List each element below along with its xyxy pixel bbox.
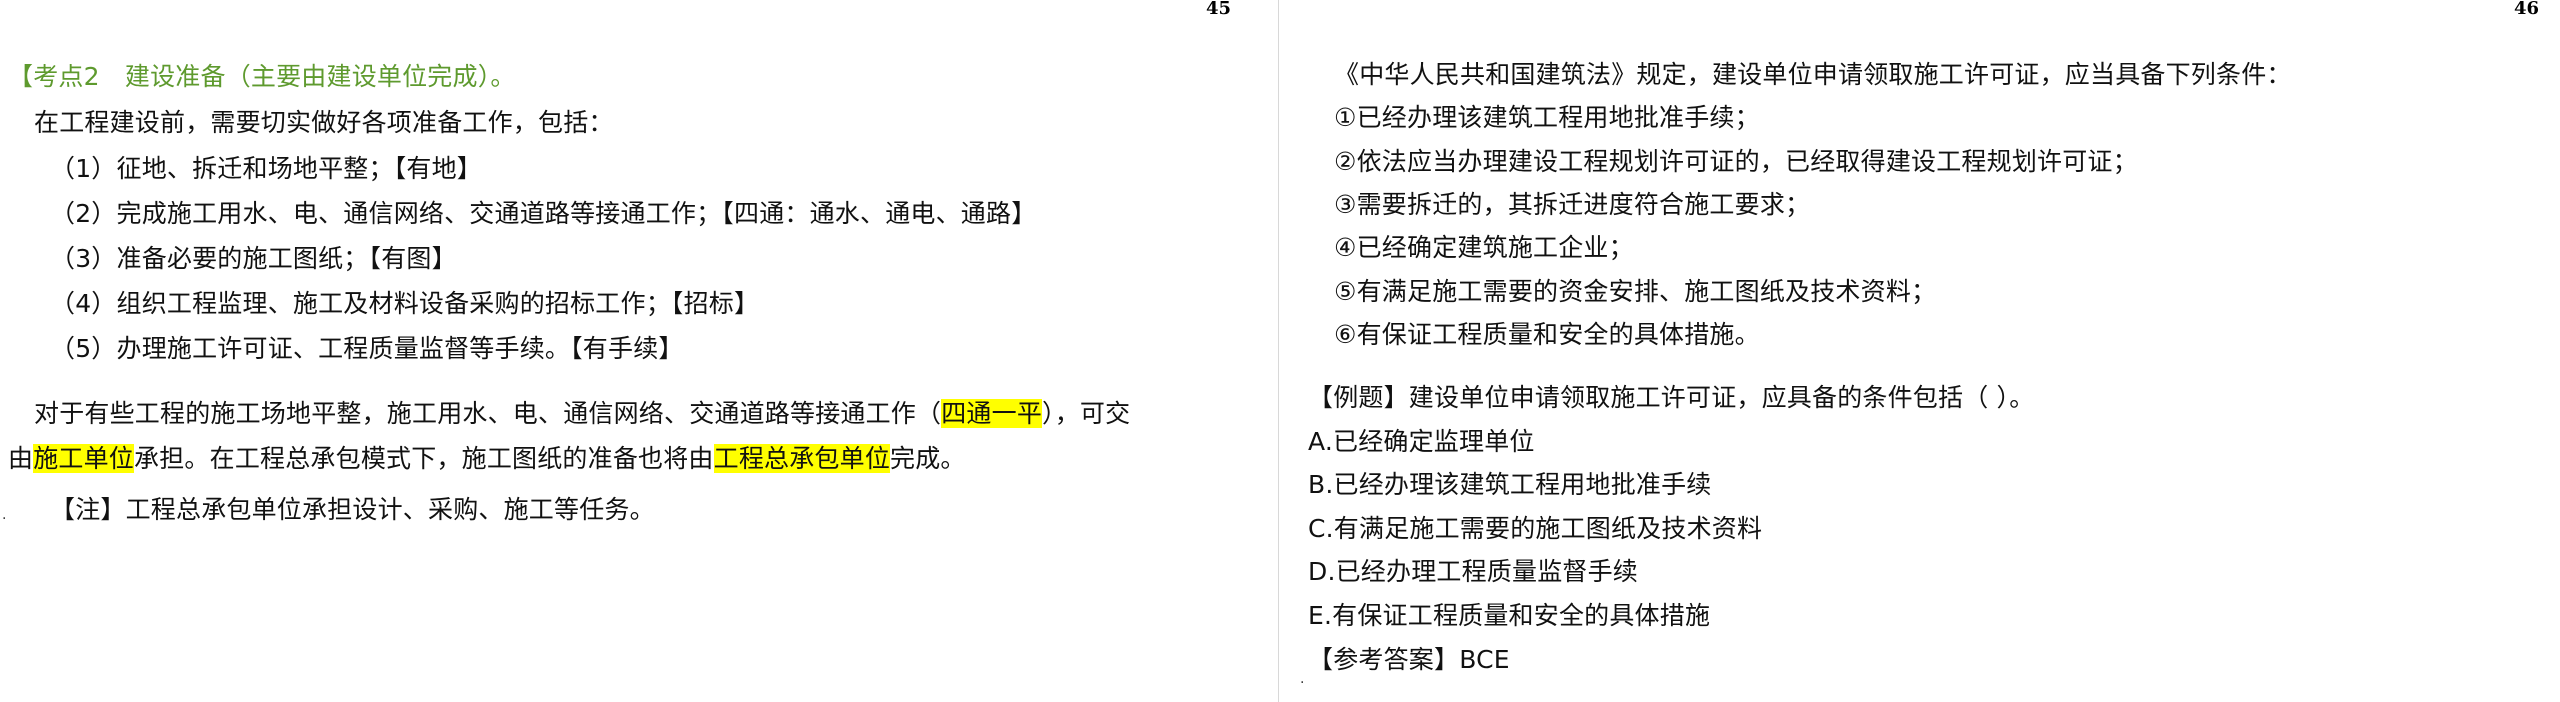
right-page: 46 《中华人民共和国建筑法》规定，建设单位申请领取施工许可证，应当具备下列条件… <box>1280 0 2560 702</box>
intro-text: 在工程建设前，需要切实做好各项准备工作，包括： <box>34 108 614 137</box>
list-item: （5）办理施工许可证、工程质量监督等手续。【有手续】 <box>50 334 684 363</box>
paragraph-text: ），可交 <box>1042 399 1131 428</box>
margin-marker: . <box>1300 671 1305 687</box>
note-text: 【注】工程总承包单位承担设计、采购、施工等任务。 <box>50 495 655 524</box>
reference-answer: 【参考答案】BCE <box>1308 645 1510 674</box>
page-number-left: 45 <box>1206 0 1232 19</box>
highlight-term: 施工单位 <box>33 444 135 473</box>
highlight-term: 工程总承包单位 <box>713 444 891 473</box>
answer-option: B.已经办理该建筑工程用地批准手续 <box>1308 470 1712 499</box>
paragraph-text: 由 <box>8 444 34 473</box>
answer-option: E.有保证工程质量和安全的具体措施 <box>1308 601 1711 630</box>
answer-option: D.已经办理工程质量监督手续 <box>1308 557 1638 586</box>
highlight-term: 四通一平 <box>941 399 1043 428</box>
condition-item: ①已经办理该建筑工程用地批准手续； <box>1334 103 1760 132</box>
section-heading: 【考点2 建设准备（主要由建设单位完成）。 <box>8 62 516 91</box>
condition-item: ⑤有满足施工需要的资金安排、施工图纸及技术资料； <box>1334 277 1937 306</box>
paragraph-text: 对于有些工程的施工场地平整，施工用水、电、通信网络、交通道路等接通工作（ <box>34 399 942 428</box>
page-number-right: 46 <box>2514 0 2540 19</box>
left-page: 45 【考点2 建设准备（主要由建设单位完成）。 在工程建设前，需要切实做好各项… <box>2 0 1232 524</box>
paragraph-text: 承担。在工程总承包模式下，施工图纸的准备也将由 <box>134 444 714 473</box>
page-divider <box>1278 0 1279 702</box>
paragraph-line-1: 对于有些工程的施工场地平整，施工用水、电、通信网络、交通道路等接通工作（四通一平… <box>34 399 1130 429</box>
answer-option: A.已经确定监理单位 <box>1308 427 1535 456</box>
paragraph-line-2: 由施工单位承担。在工程总承包模式下，施工图纸的准备也将由工程总承包单位完成。 <box>8 444 966 474</box>
list-item: （3）准备必要的施工图纸；【有图】 <box>50 244 457 273</box>
list-item: （2）完成施工用水、电、通信网络、交通道路等接通工作；【四通：通水、通电、通路】 <box>50 199 1037 228</box>
condition-item: ②依法应当办理建设工程规划许可证的，已经取得建设工程规划许可证； <box>1334 147 2138 176</box>
paragraph-text: 完成。 <box>890 444 966 473</box>
law-lead-text: 《中华人民共和国建筑法》规定，建设单位申请领取施工许可证，应当具备下列条件： <box>1334 60 2292 89</box>
condition-item: ③需要拆迁的，其拆迁进度符合施工要求； <box>1334 190 1811 219</box>
condition-item: ④已经确定建筑施工企业； <box>1334 233 1634 262</box>
answer-option: C.有满足施工需要的施工图纸及技术资料 <box>1308 514 1763 543</box>
list-item: （4）组织工程监理、施工及材料设备采购的招标工作；【招标】 <box>50 289 760 318</box>
example-question: 【例题】建设单位申请领取施工许可证，应具备的条件包括（ ）。 <box>1308 383 2035 412</box>
margin-marker: . <box>2 507 7 523</box>
condition-item: ⑥有保证工程质量和安全的具体措施。 <box>1334 320 1760 349</box>
list-item: （1）征地、拆迁和场地平整；【有地】 <box>50 154 483 183</box>
